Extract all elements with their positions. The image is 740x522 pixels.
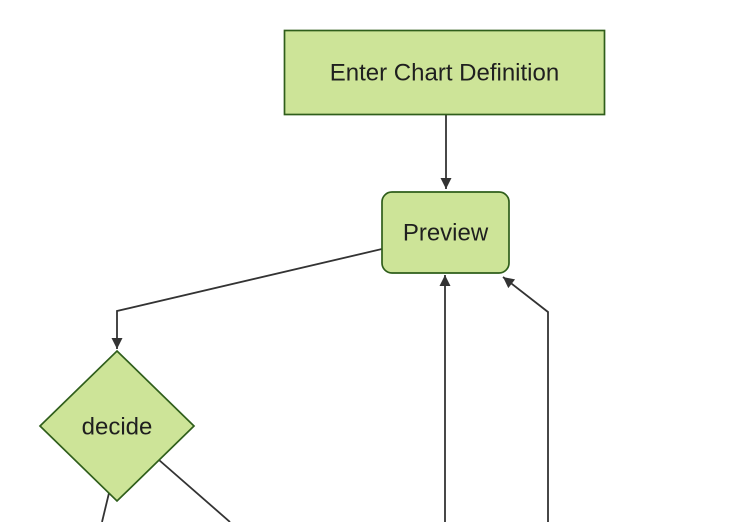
node-enter-chart-definition: Enter Chart Definition	[283, 29, 606, 116]
node-preview: Preview	[381, 191, 510, 274]
node-decide-shape	[38, 349, 196, 503]
node-enter-chart-definition-shape	[283, 29, 606, 116]
node-decide-label: decide	[82, 414, 153, 441]
edge-offscreen-to-preview-corner	[502, 276, 549, 522]
edge-decide-to-offscreen-right	[158, 459, 231, 522]
node-enter-chart-definition-label: Enter Chart Definition	[330, 60, 559, 87]
edge-decide-to-offscreen-left	[101, 492, 110, 522]
node-preview-shape	[381, 191, 510, 274]
node-preview-label: Preview	[403, 220, 489, 247]
node-decide: decide	[38, 349, 196, 503]
edge-preview-to-decide	[111, 248, 383, 349]
